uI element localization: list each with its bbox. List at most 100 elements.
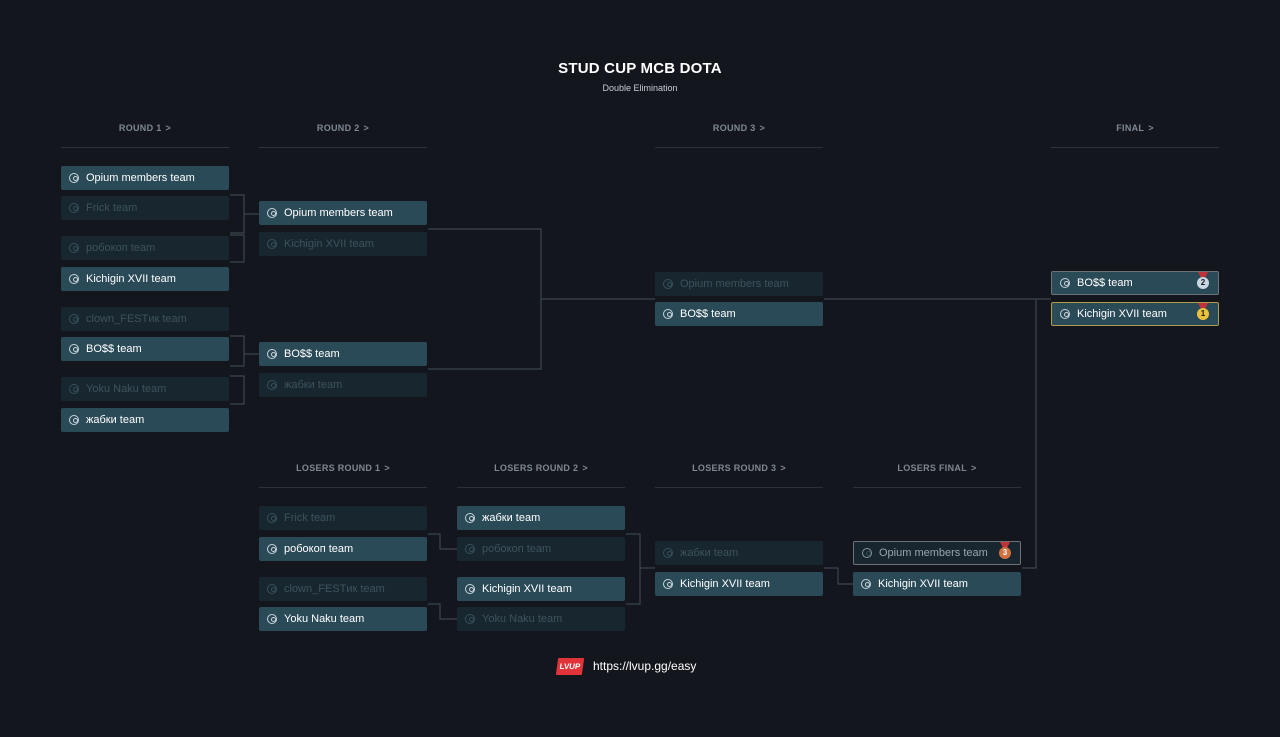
losers-round-2-label: LOSERS ROUND 2 [494,463,579,473]
team-name: Opium members team [86,172,195,184]
team-name: Frick team [86,202,138,214]
user-icon [465,544,475,554]
team-slot[interactable]: Opium members team [61,166,229,190]
team-name: Opium members team [284,207,393,219]
user-icon [267,380,277,390]
final-header[interactable]: FINAL> [1051,121,1219,148]
team-slot[interactable]: Yoku Naku team [457,607,625,631]
team-slot[interactable]: BO$$ team [655,302,823,326]
user-icon [1060,309,1070,319]
team-slot[interactable]: Kichigin XVII team [655,572,823,596]
chevron-right-icon: > [363,123,370,133]
team-slot[interactable]: жабки team [655,541,823,565]
team-name: Frick team [284,512,336,524]
team-slot[interactable]: Kichigin XVII team [61,267,229,291]
user-icon [1060,278,1070,288]
losers-round-1-label: LOSERS ROUND 1 [296,463,381,473]
user-icon [663,279,673,289]
chevron-right-icon: > [165,123,172,133]
losers-round-3-header[interactable]: LOSERS ROUND 3> [655,461,823,488]
footer-link[interactable]: https://lvup.gg/easy [593,659,697,673]
team-name: жабки team [284,379,343,391]
chevron-right-icon: > [1148,123,1154,133]
team-slot[interactable]: Frick team [259,506,427,530]
round-2-header[interactable]: ROUND 2> [259,121,427,148]
team-name: BO$$ team [680,308,736,320]
team-name: Kichigin XVII team [284,238,374,250]
footer: LVUP https://lvup.gg/easy [555,656,697,676]
chevron-right-icon: > [582,463,588,473]
team-name: жабки team [86,414,145,426]
team-slot[interactable]: жабки team [61,408,229,432]
round-3-header[interactable]: ROUND 3> [655,121,823,148]
team-slot[interactable]: Yoku Naku team [61,377,229,401]
team-slot[interactable]: BO$$ team 2 [1051,271,1219,295]
user-icon [267,584,277,594]
team-slot[interactable]: Kichigin XVII team [853,572,1021,596]
user-icon [663,548,673,558]
user-icon [267,544,277,554]
user-icon [267,614,277,624]
losers-final-header[interactable]: LOSERS FINAL> [853,461,1021,488]
bronze-medal-icon: 3 [998,542,1012,559]
team-slot[interactable]: жабки team [457,506,625,530]
final-label: FINAL [1116,123,1145,133]
team-slot[interactable]: Opium members team [259,201,427,225]
team-slot[interactable]: робокоп team [259,537,427,561]
silver-medal-icon: 2 [1196,272,1210,289]
user-icon [69,173,79,183]
user-icon [69,415,79,425]
team-name: Yoku Naku team [482,613,563,625]
team-slot[interactable]: Yoku Naku team [259,607,427,631]
losers-round-2-header[interactable]: LOSERS ROUND 2> [457,461,625,488]
team-slot[interactable]: BO$$ team [259,342,427,366]
team-name: робокоп team [284,543,354,555]
team-slot[interactable]: Opium members team [655,272,823,296]
team-name: Yoku Naku team [284,613,365,625]
team-slot[interactable]: clown_FESTик team [61,307,229,331]
team-name: жабки team [680,547,739,559]
team-name: Kichigin XVII team [878,578,968,590]
team-slot[interactable]: BO$$ team [61,337,229,361]
user-icon [267,513,277,523]
gold-medal-icon: 1 [1196,303,1210,320]
team-slot[interactable]: робокоп team [457,537,625,561]
page-subtitle: Double Elimination [602,83,678,93]
team-name: BO$$ team [86,343,142,355]
team-name: Yoku Naku team [86,383,167,395]
team-slot[interactable]: Frick team [61,196,229,220]
team-slot[interactable]: Opium members team 3 [853,541,1021,565]
team-slot[interactable]: Kichigin XVII team [259,232,427,256]
chevron-right-icon: > [384,463,390,473]
user-icon [465,584,475,594]
round-1-label: ROUND 1 [118,123,162,133]
user-icon [663,309,673,319]
round-1-header[interactable]: ROUND 1> [61,121,229,148]
losers-round-1-header[interactable]: LOSERS ROUND 1> [259,461,427,488]
team-name: Kichigin XVII team [482,583,572,595]
losers-final-label: LOSERS FINAL [897,463,968,473]
user-icon [267,239,277,249]
team-name: Opium members team [879,547,988,559]
team-name: BO$$ team [1077,277,1133,289]
team-slot[interactable]: жабки team [259,373,427,397]
team-name: BO$$ team [284,348,340,360]
user-icon [862,548,872,558]
chevron-right-icon: > [780,463,786,473]
team-name: робокоп team [86,242,156,254]
user-icon [69,243,79,253]
team-slot[interactable]: Kichigin XVII team [457,577,625,601]
user-icon [69,314,79,324]
page-title: STUD CUP MCB DOTA [558,60,722,77]
round-3-label: ROUND 3 [712,123,756,133]
user-icon [267,349,277,359]
team-name: робокоп team [482,543,552,555]
team-slot[interactable]: Kichigin XVII team 1 [1051,302,1219,326]
user-icon [465,513,475,523]
round-2-label: ROUND 2 [316,123,360,133]
team-slot[interactable]: clown_FESTик team [259,577,427,601]
user-icon [69,274,79,284]
team-name: clown_FESTик team [284,583,385,595]
team-slot[interactable]: робокоп team [61,236,229,260]
